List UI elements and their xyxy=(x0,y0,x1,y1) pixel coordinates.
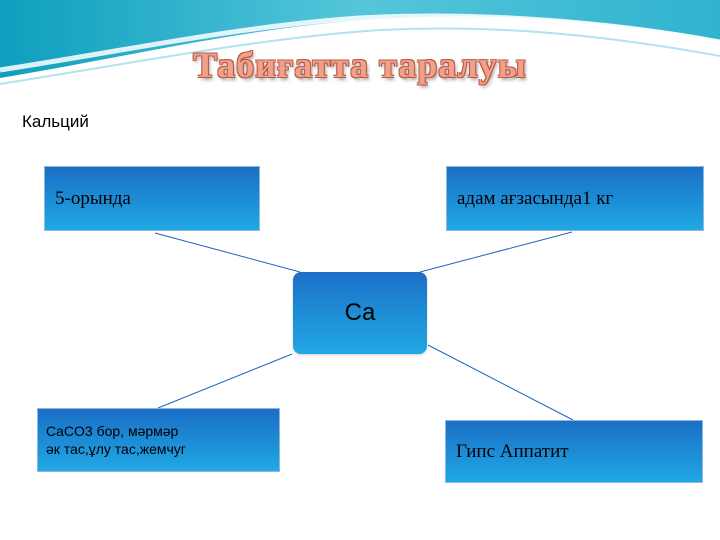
node-center-label: Ca xyxy=(344,299,376,326)
node-bottom-left-line1: CaCO3 бор, мәрмәр xyxy=(46,423,179,439)
node-top-left: 5-орында xyxy=(44,166,260,231)
node-bottom-left-line2: әк тас,ұлу тас,жемчуг xyxy=(46,441,186,457)
node-top-left-label: 5-орында xyxy=(55,187,131,209)
connector-top-right xyxy=(419,231,573,273)
node-center: Ca xyxy=(293,272,427,354)
node-bottom-right-label: Гипс Аппатит xyxy=(456,440,569,462)
subtitle-label: Кальций xyxy=(22,112,89,131)
node-bottom-left: CaCO3 бор, мәрмәр әк тас,ұлу тас,жемчуг xyxy=(37,408,280,472)
node-bottom-right: Гипс Аппатит xyxy=(445,420,703,483)
connector-top-left xyxy=(154,232,301,273)
page-title: Табиғатта таралуы xyxy=(193,45,527,85)
node-top-right: адам ағзасында1 кг xyxy=(446,166,704,231)
connector-bottom-right xyxy=(427,344,574,421)
node-top-right-label: адам ағзасында1 кг xyxy=(457,187,614,209)
decorative-wave-header xyxy=(0,0,720,85)
connector-bottom-left xyxy=(157,353,293,409)
